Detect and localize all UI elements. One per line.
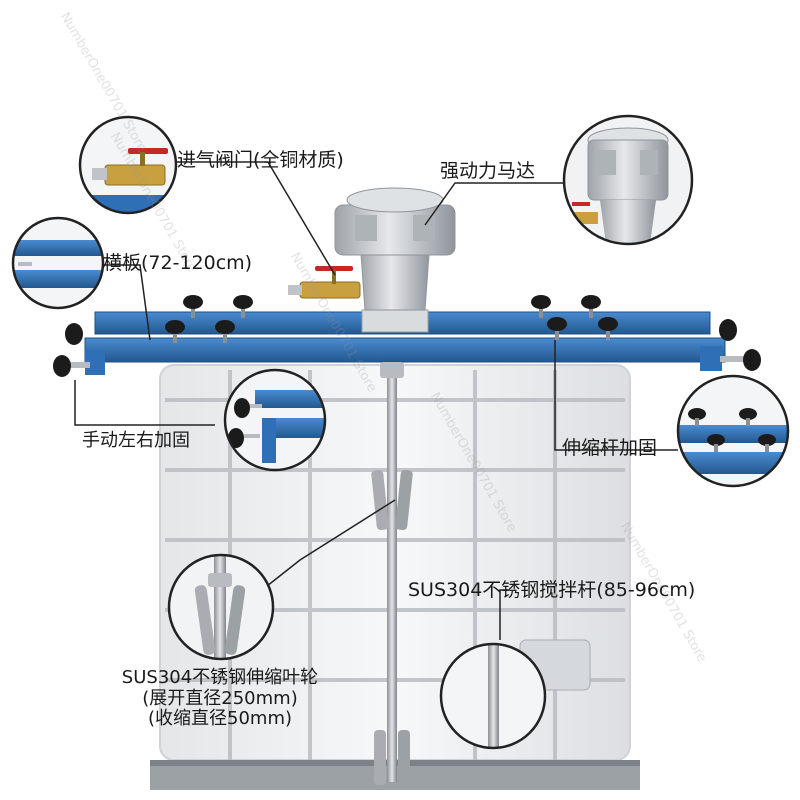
label-air-valve: 进气阀门(全铜材质) bbox=[177, 149, 344, 171]
knob bbox=[215, 320, 235, 343]
air-valve bbox=[288, 266, 361, 299]
knob bbox=[547, 317, 567, 340]
label-impeller-line3: (收缩直径50mm) bbox=[147, 708, 293, 730]
leader-lines bbox=[74, 161, 678, 640]
knob-clamp-detail bbox=[223, 368, 327, 472]
side-knob bbox=[53, 355, 71, 377]
air-valve-detail bbox=[78, 115, 178, 215]
label-telescopic-fix: 伸缩杆加固 bbox=[562, 437, 658, 459]
label-crossbar: 横板(72-120cm) bbox=[103, 252, 253, 274]
knob bbox=[581, 295, 601, 318]
knob bbox=[598, 317, 618, 340]
label-stirring-rod: SUS304不锈钢搅拌杆(85-96cm) bbox=[408, 579, 696, 601]
motor-detail bbox=[562, 114, 694, 246]
telescopic-knob-detail bbox=[676, 374, 790, 488]
side-knob bbox=[719, 319, 737, 341]
side-knob bbox=[65, 323, 83, 345]
air-motor bbox=[334, 187, 456, 333]
crossbar-end-detail bbox=[11, 216, 105, 310]
knob bbox=[233, 295, 253, 318]
side-knob bbox=[743, 349, 761, 371]
stirring-rod bbox=[371, 362, 413, 785]
label-manual-fix: 手动左右加固 bbox=[82, 430, 190, 451]
knob bbox=[183, 295, 203, 318]
label-impeller: SUS304不锈钢伸缩叶轮 (展开直径250mm) (收缩直径50mm) bbox=[95, 667, 345, 730]
label-motor: 强动力马达 bbox=[440, 160, 536, 182]
knob bbox=[531, 295, 551, 318]
label-impeller-line2: (展开直径250mm) bbox=[142, 687, 298, 709]
knob bbox=[165, 320, 185, 343]
label-impeller-line1: SUS304不锈钢伸缩叶轮 bbox=[121, 667, 319, 688]
knobs bbox=[53, 295, 761, 377]
rod-detail bbox=[439, 642, 547, 750]
crossbar-assembly bbox=[55, 311, 745, 375]
impeller-detail bbox=[167, 553, 275, 661]
